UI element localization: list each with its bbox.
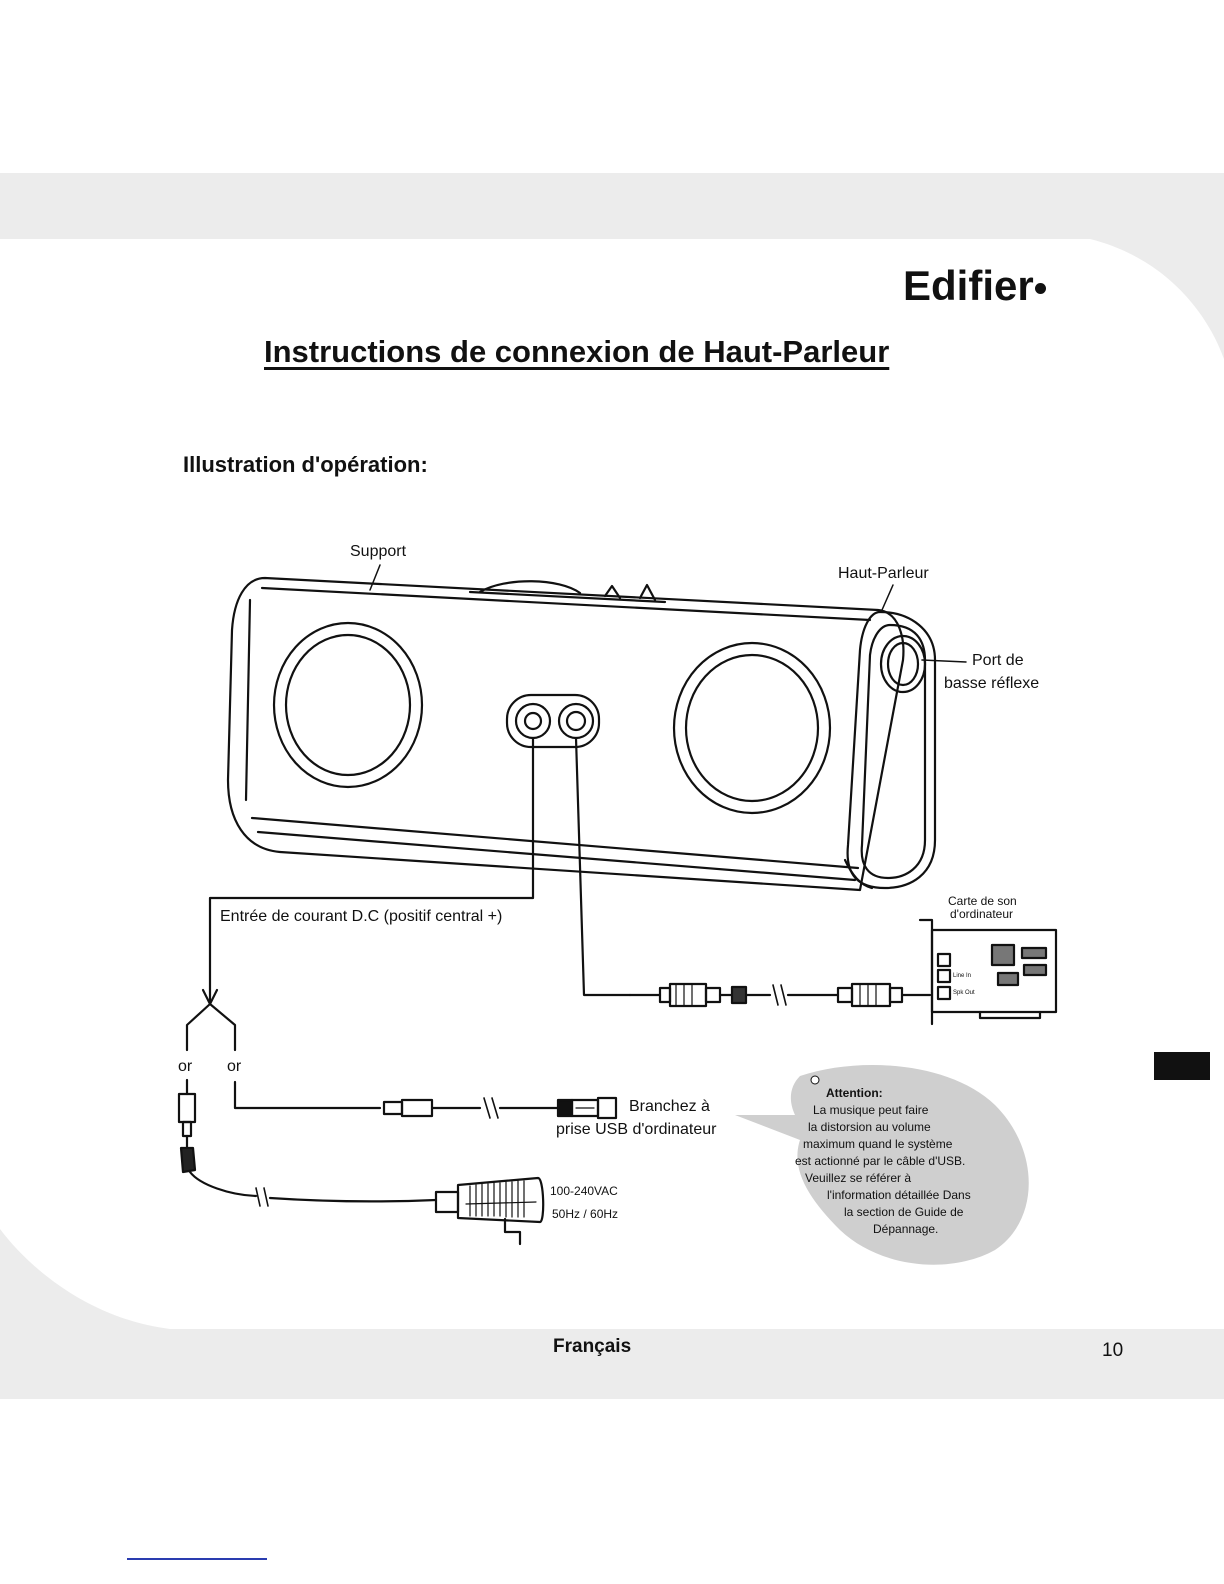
brand-dot-icon xyxy=(1034,283,1046,295)
page-title: Instructions de connexion de Haut-Parleu… xyxy=(264,334,890,369)
attention-line: la distorsion au volume xyxy=(808,1120,931,1134)
label-spk-out: Spk Out xyxy=(953,990,975,996)
sound-card xyxy=(918,918,1058,1026)
attention-line: Dépannage. xyxy=(873,1222,939,1236)
top-band xyxy=(0,173,1224,239)
label-usb-line2: prise USB d'ordinateur xyxy=(556,1121,717,1138)
label-port-line2: basse réflexe xyxy=(944,675,1040,692)
label-soundcard-line1: Carte de son xyxy=(948,894,1017,908)
attention-line: est actionné par le câble d'USB. xyxy=(795,1154,966,1168)
attention-heading: Attention: xyxy=(826,1086,883,1100)
attention-line: la section de Guide de xyxy=(844,1205,964,1219)
ac-adapter xyxy=(434,1176,545,1246)
label-ac-line2: 50Hz / 60Hz xyxy=(552,1207,619,1221)
speaker-body xyxy=(226,576,905,892)
attention-line: maximum quand le système xyxy=(803,1137,953,1151)
page-number: 10 xyxy=(1102,1340,1124,1361)
label-port-line1: Port de xyxy=(972,652,1024,669)
attention-bubble xyxy=(735,1065,1029,1265)
label-support: Support xyxy=(350,543,407,560)
label-or-right: or xyxy=(227,1058,242,1075)
brand-logo: Edifier xyxy=(903,262,1046,310)
right-driver xyxy=(672,641,832,815)
attention-line: Veuillez se référer à xyxy=(805,1171,912,1185)
label-line-in: Line In xyxy=(953,973,972,979)
label-usb-line1: Branchez à xyxy=(629,1098,710,1115)
section-tab-marker xyxy=(1154,1052,1210,1080)
jack-panel xyxy=(505,693,601,749)
label-or-left: or xyxy=(178,1058,193,1075)
label-dc-input: Entrée de courant D.C (positif central +… xyxy=(220,908,503,925)
bottom-band xyxy=(0,1329,1224,1399)
end-cap xyxy=(843,610,937,890)
footer-language: Français xyxy=(553,1336,632,1357)
audio-cable xyxy=(628,982,932,1008)
label-soundcard-line2: d'ordinateur xyxy=(950,907,1013,921)
section-heading: Illustration d'opération: xyxy=(183,452,428,477)
page-sheet xyxy=(0,239,1224,1329)
link-underline[interactable] xyxy=(127,1558,267,1560)
attention-line: l'information détaillée Dans xyxy=(827,1188,971,1202)
label-speaker: Haut-Parleur xyxy=(838,565,929,582)
connection-illustration xyxy=(177,564,1058,1265)
attention-line: La musique peut faire xyxy=(813,1103,929,1117)
label-ac-line1: 100-240VAC xyxy=(550,1184,618,1198)
left-driver xyxy=(272,621,424,789)
